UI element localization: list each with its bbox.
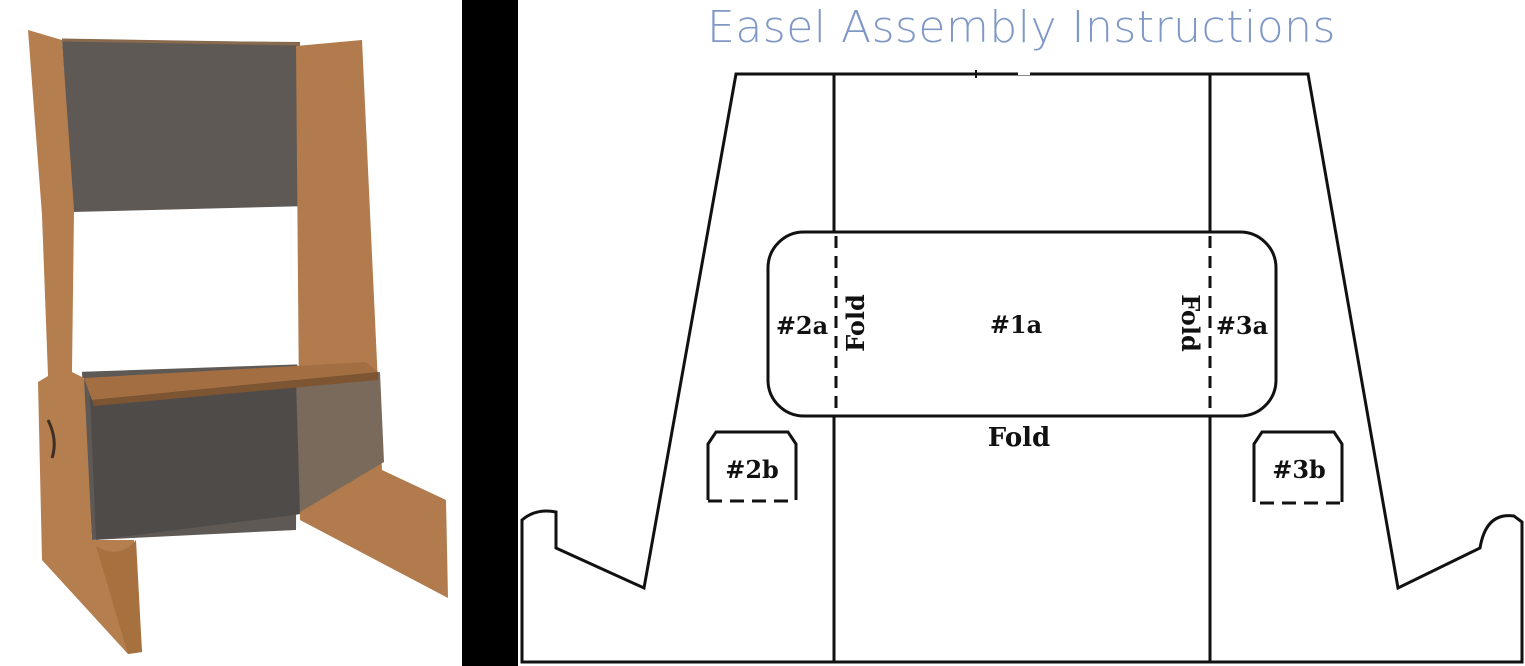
easel-shelf-edge: [92, 372, 378, 406]
label-fold-left: Fold: [841, 294, 870, 352]
easel-top-edge: [61, 38, 301, 46]
template-outline: [520, 72, 1524, 664]
easel-template-drawing: #1a #2a #3a Fold Fold Fold #2b #3b: [520, 69, 1524, 664]
center-window: [766, 230, 1278, 418]
cardboard-easel-illustration: [28, 30, 448, 654]
diagram-title: Easel Assembly Instructions: [707, 2, 1336, 53]
easel-left-side: [28, 30, 142, 654]
label-2a: #2a: [776, 311, 828, 340]
easel-right-side: [296, 40, 448, 598]
easel-shelf: [84, 362, 378, 400]
tab-2b-outline: [706, 430, 798, 500]
assembly-diagram: Easel Assembly Instructions #1a #2a: [518, 0, 1525, 666]
easel-photo: [0, 0, 462, 666]
easel-window-opening: [72, 206, 322, 372]
divider-bar: [462, 0, 518, 666]
label-fold-right: Fold: [1176, 294, 1205, 352]
label-3b: #3b: [1272, 455, 1326, 484]
label-2b: #2b: [725, 455, 779, 484]
easel-left-foot: [96, 540, 142, 654]
label-3a: #3a: [1216, 311, 1268, 340]
label-fold-bottom: Fold: [988, 423, 1050, 453]
easel-right-side-inner: [296, 372, 384, 512]
label-1a: #1a: [990, 310, 1042, 339]
easel-handhold: [46, 419, 56, 459]
tab-3b-outline: [1252, 430, 1344, 502]
